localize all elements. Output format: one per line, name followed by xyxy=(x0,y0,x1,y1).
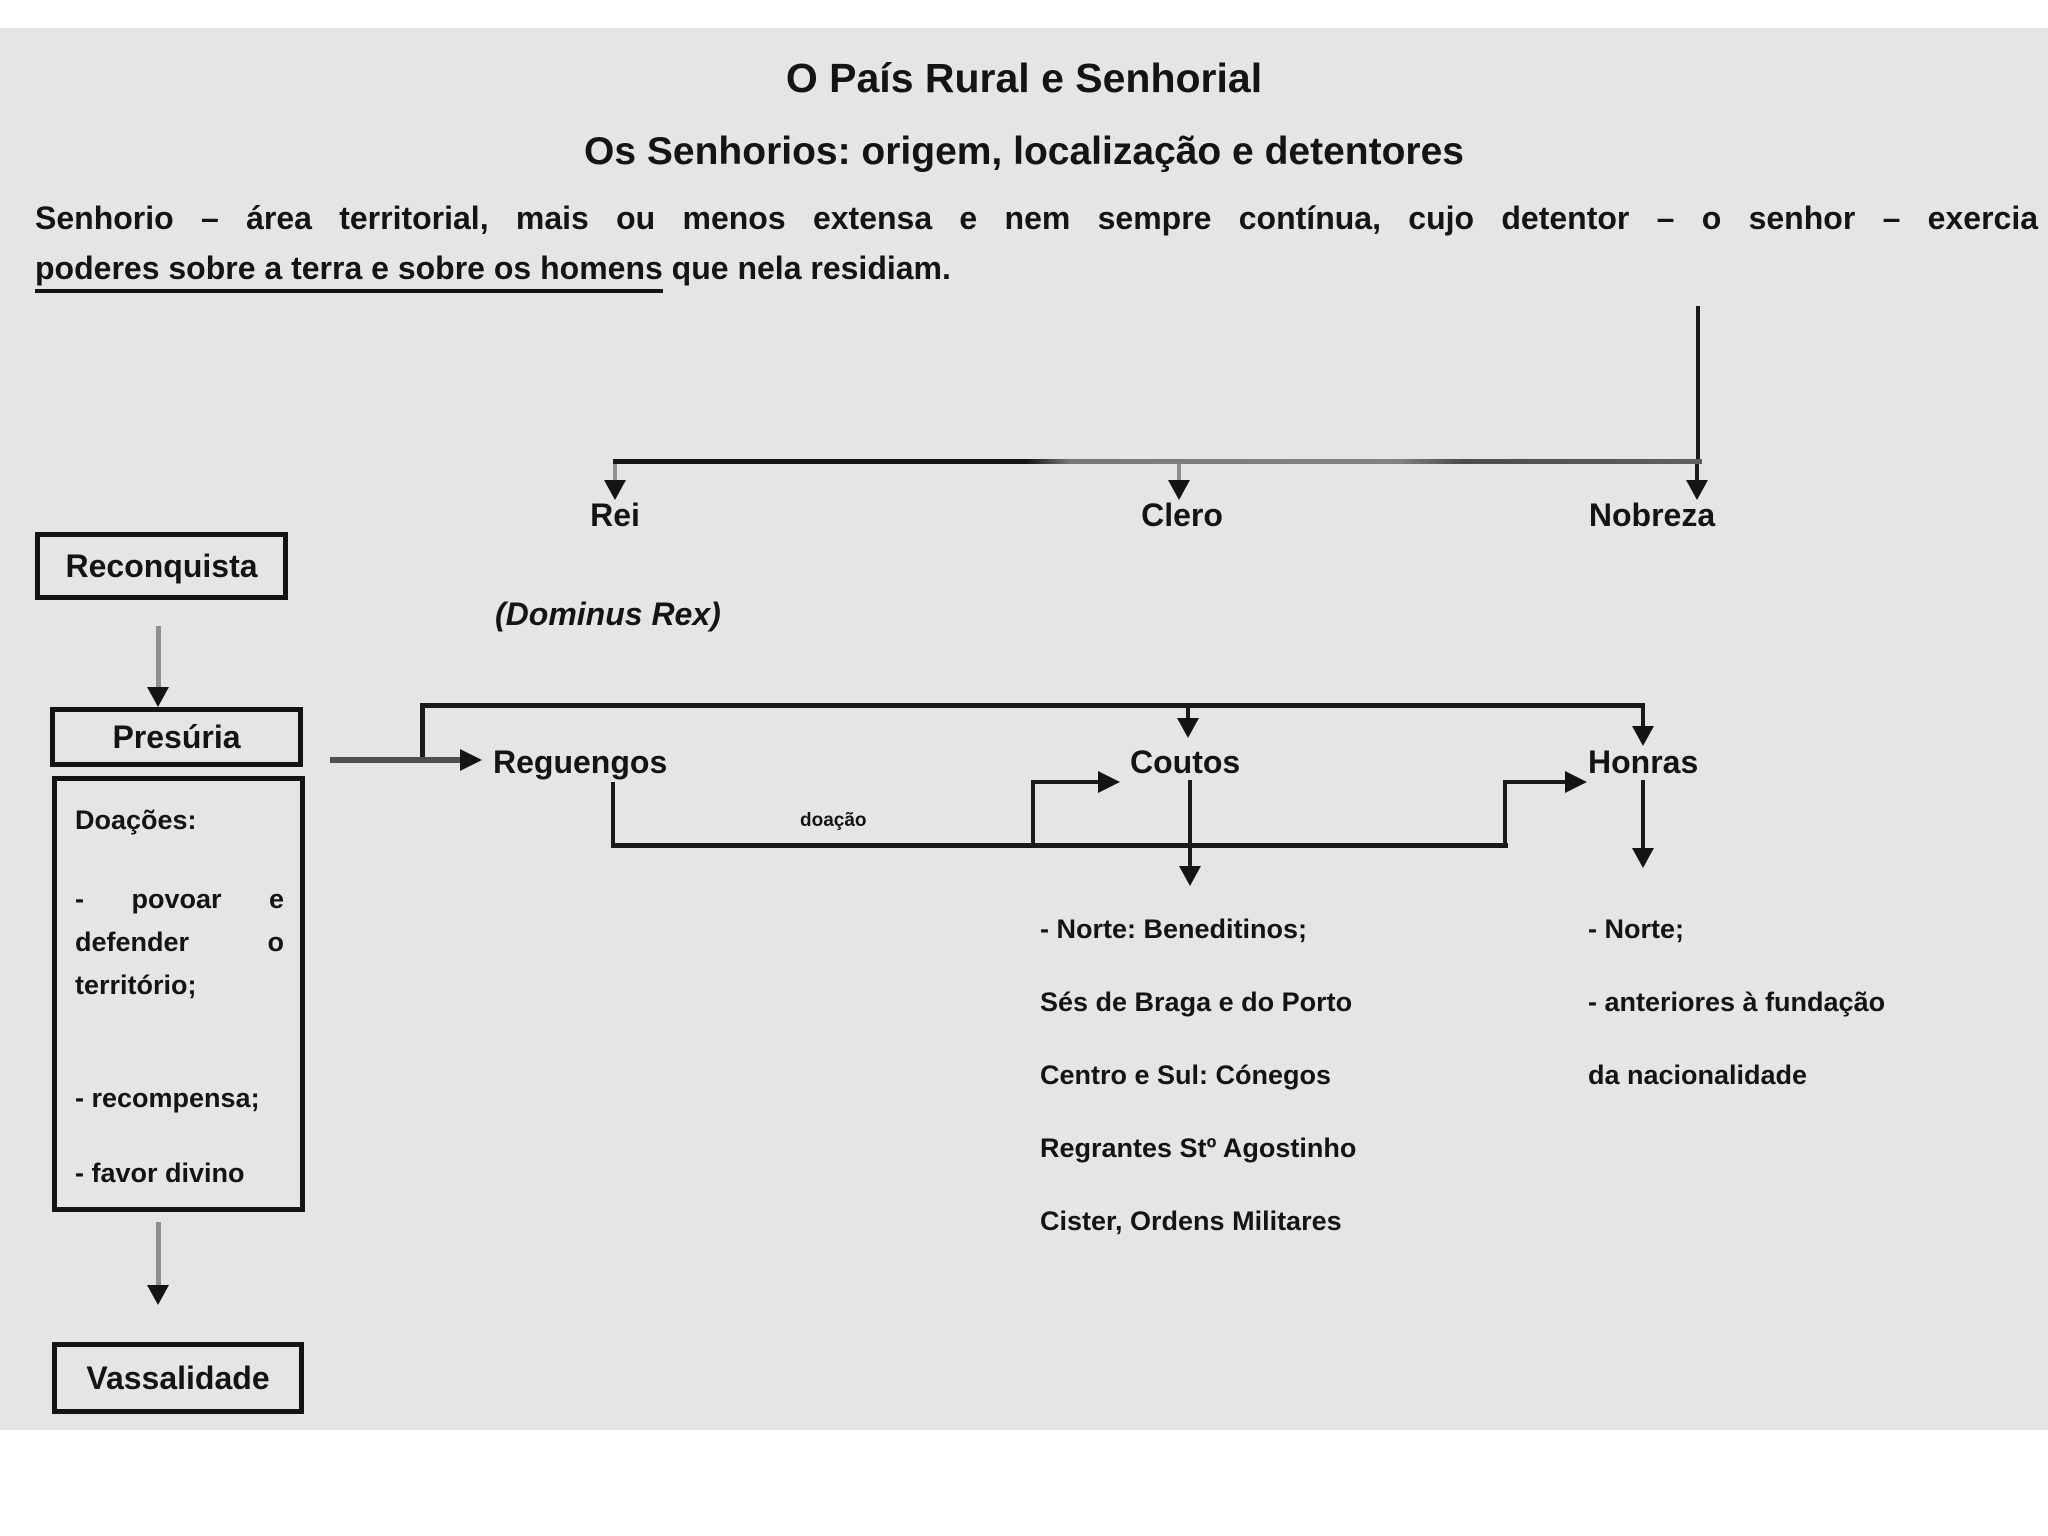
list-item: Centro e Sul: Cónegos xyxy=(1040,1060,1332,1090)
list-item: - Norte; xyxy=(1588,914,1684,944)
arrowhead-coutos-icon xyxy=(1177,718,1199,738)
connector-rail-left-corner xyxy=(420,703,425,759)
doacao-edge-label: doação xyxy=(800,810,867,831)
connector-elbow-honras-vertical xyxy=(1503,780,1507,845)
connector-senhor-vertical xyxy=(1696,306,1700,463)
connector-detentores-branch xyxy=(613,459,1702,464)
arrowhead-elbow-coutos-icon xyxy=(1098,771,1120,793)
honras-detail-list: - Norte; - anteriores à fundação da naci… xyxy=(1588,893,1885,1112)
box-doacoes: Doações: - povoar e defender o territóri… xyxy=(52,776,305,1212)
node-nobreza: Nobreza xyxy=(1588,497,1716,533)
arrowhead-clero-icon xyxy=(1168,480,1190,500)
connector-coutos-details xyxy=(1188,780,1192,868)
box-vassalidade-label: Vassalidade xyxy=(86,1359,270,1396)
connector-doacoes-vassalidade xyxy=(156,1222,161,1286)
arrowhead-rei-icon xyxy=(604,480,626,500)
definition-line2-rest: que nela residiam. xyxy=(662,250,951,286)
definition-line2: poderes sobre a terra e sobre os homens … xyxy=(35,250,951,293)
page-subtitle: Os Senhorios: origem, localização e dete… xyxy=(584,130,1464,173)
doacoes-item1-line3: território; xyxy=(75,970,197,1000)
connector-elbow-coutos-horizontal xyxy=(1031,780,1101,784)
doacoes-defender: defender xyxy=(75,927,190,957)
box-presuria: Presúria xyxy=(50,707,303,767)
arrowhead-presuria-icon xyxy=(147,687,169,707)
node-rei-subtitle: (Dominus Rex) xyxy=(495,596,721,632)
list-item: da nacionalidade xyxy=(1588,1060,1808,1090)
list-item: Regrantes Stº Agostinho xyxy=(1040,1133,1357,1163)
list-item: Cister, Ordens Militares xyxy=(1040,1206,1342,1236)
doacoes-item2: - recompensa; xyxy=(75,1083,260,1113)
doacoes-item1-line1: - povoar e xyxy=(75,878,284,921)
doacoes-o: o xyxy=(267,927,285,957)
arrowhead-reguengos-icon xyxy=(460,749,482,771)
box-vassalidade: Vassalidade xyxy=(52,1342,304,1414)
box-reconquista: Reconquista xyxy=(35,532,288,600)
arrowhead-coutos-details-icon xyxy=(1179,866,1201,886)
connector-elbow-honras-horizontal xyxy=(1503,780,1567,784)
coutos-detail-list: - Norte: Beneditinos; Sés de Braga e do … xyxy=(1040,893,1356,1258)
connector-presuria-reguengos xyxy=(330,757,462,763)
list-item: Sés de Braga e do Porto xyxy=(1040,987,1353,1017)
arrowhead-honras-details-icon xyxy=(1632,848,1654,868)
gray-background-panel xyxy=(0,28,2048,1430)
node-reguengos: Reguengos xyxy=(493,744,668,780)
definition-underlined-phrase: poderes sobre a terra e sobre os homens xyxy=(35,250,663,293)
connector-reconquista-presuria xyxy=(156,626,161,688)
page-title: O País Rural e Senhorial xyxy=(785,55,1263,101)
node-honras: Honras xyxy=(1588,744,1699,780)
list-item: - anteriores à fundação xyxy=(1588,987,1886,1017)
connector-honras-details xyxy=(1641,780,1645,850)
node-coutos: Coutos xyxy=(1130,744,1241,780)
definition-line1: Senhorio – área territorial, mais ou men… xyxy=(35,200,2038,236)
connector-nobreza-stub xyxy=(1695,464,1699,481)
arrowhead-honras-icon xyxy=(1632,726,1654,746)
connector-coutos-stub xyxy=(1186,708,1190,720)
doacoes-e: e xyxy=(268,884,284,914)
node-rei: Rei xyxy=(590,497,640,533)
connector-senhorios-top-rail xyxy=(420,703,1645,708)
connector-honras-corner xyxy=(1641,703,1645,727)
connector-reguengos-down xyxy=(611,782,615,844)
doacoes-dash: - xyxy=(75,884,84,914)
list-item: - Norte: Beneditinos; xyxy=(1040,914,1307,944)
doacoes-heading: Doações: xyxy=(75,805,197,835)
arrowhead-elbow-honras-icon xyxy=(1565,771,1587,793)
connector-rei-stub xyxy=(613,464,617,481)
node-clero: Clero xyxy=(1141,497,1223,533)
box-reconquista-label: Reconquista xyxy=(65,547,258,584)
arrowhead-nobreza-icon xyxy=(1686,480,1708,500)
doacoes-povoar: povoar xyxy=(131,884,222,914)
connector-clero-stub xyxy=(1177,464,1181,481)
box-presuria-label: Presúria xyxy=(112,718,241,755)
arrowhead-vassalidade-icon xyxy=(147,1285,169,1305)
doacoes-item1-line2: defender o xyxy=(75,921,284,964)
connector-elbow-coutos-vertical xyxy=(1031,780,1035,845)
connector-doacao-bottom-rail xyxy=(611,843,1508,848)
doacoes-item3: - favor divino xyxy=(75,1158,245,1188)
